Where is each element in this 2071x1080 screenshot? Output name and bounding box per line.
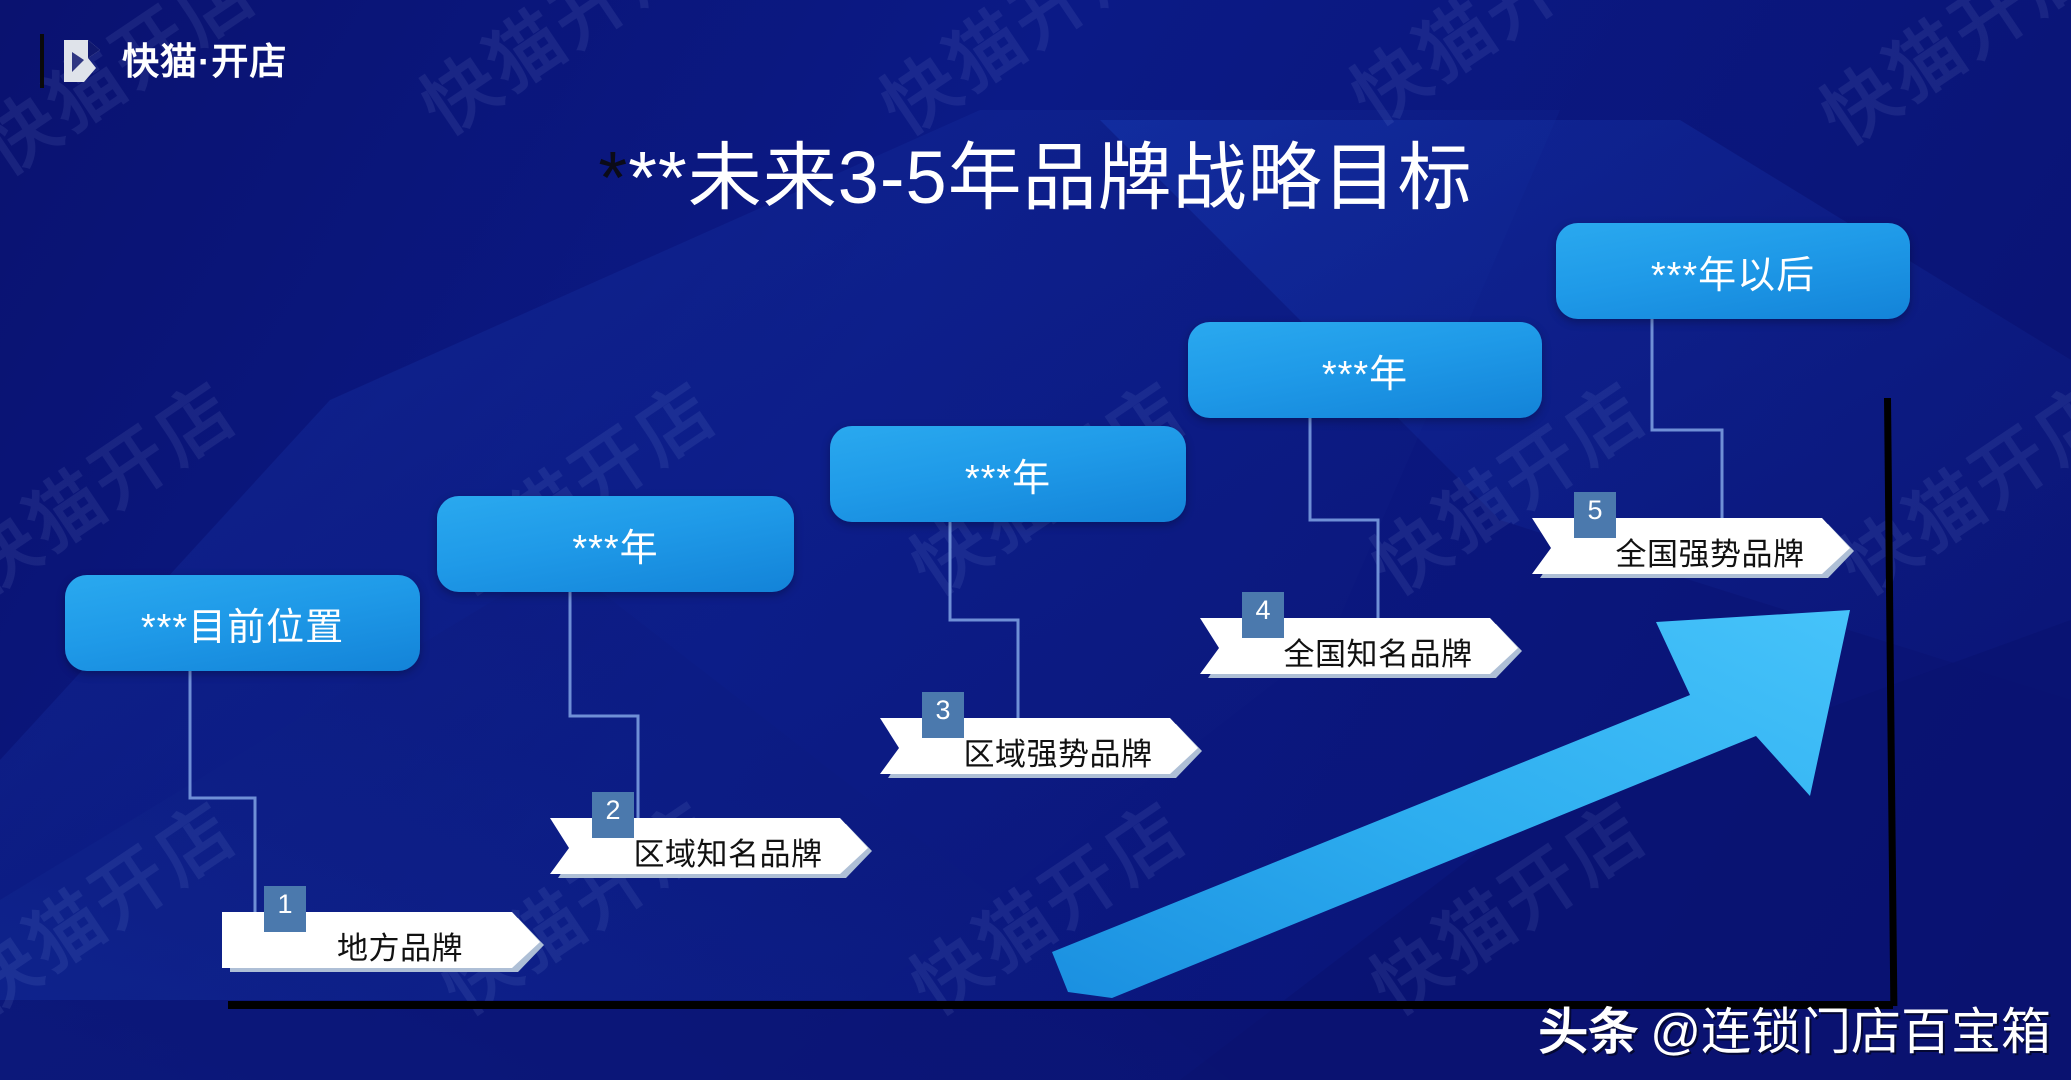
callout-4-label: 全国知名品牌 <box>1283 636 1473 672</box>
stage-box-2[interactable]: ***年 <box>437 496 794 592</box>
callout-1-label: 地方品牌 <box>337 930 463 966</box>
callout-4-number: 4 <box>1242 592 1284 638</box>
logo-divider-bar <box>40 34 44 88</box>
callout-3-number: 3 <box>922 692 964 738</box>
cat-mark-icon <box>58 34 108 88</box>
channel-handle: @连锁门店百宝箱 <box>1650 1004 2051 1060</box>
logo-wordmark: 快猫·开店 <box>122 40 288 82</box>
callout-2-number: 2 <box>592 792 634 838</box>
channel-platform: 头条 <box>1538 1004 1639 1060</box>
callout-1[interactable]: 1 地方品牌 <box>222 886 552 978</box>
callout-4[interactable]: 4 全国知名品牌 <box>1200 592 1530 684</box>
stage-box-4[interactable]: ***年 <box>1188 322 1542 418</box>
title-leading-asterisk: * <box>598 136 629 219</box>
stage-box-5[interactable]: ***年以后 <box>1556 223 1910 319</box>
callout-3-label: 区域强势品牌 <box>963 736 1153 772</box>
title-main-text: **未来3-5年品牌战略目标 <box>628 136 1473 219</box>
channel-watermark: 头条 @连锁门店百宝箱 <box>1538 992 2051 1064</box>
callout-5-label: 全国强势品牌 <box>1615 536 1805 572</box>
horizontal-axis-line <box>228 1001 1893 1009</box>
callout-5[interactable]: 5 全国强势品牌 <box>1532 492 1862 584</box>
stage-box-3[interactable]: ***年 <box>830 426 1186 522</box>
page-title: ***未来3-5年品牌战略目标 <box>0 118 2071 225</box>
brand-logo: 快猫·开店 <box>40 30 287 92</box>
callout-2[interactable]: 2 区域知名品牌 <box>550 792 880 884</box>
callout-3[interactable]: 3 区域强势品牌 <box>880 692 1210 784</box>
stage-box-2-label: ***年 <box>572 527 659 570</box>
stage-box-4-label: ***年 <box>1321 353 1409 396</box>
stage-box-5-label: ***年以后 <box>1650 254 1816 297</box>
stage-box-1[interactable]: ***目前位置 <box>65 575 420 671</box>
stage-box-1-label: ***目前位置 <box>140 606 345 649</box>
callout-2-label: 区域知名品牌 <box>633 836 823 872</box>
callout-1-number: 1 <box>264 886 306 932</box>
callout-5-number: 5 <box>1574 492 1616 538</box>
stage-box-3-label: ***年 <box>964 457 1052 500</box>
